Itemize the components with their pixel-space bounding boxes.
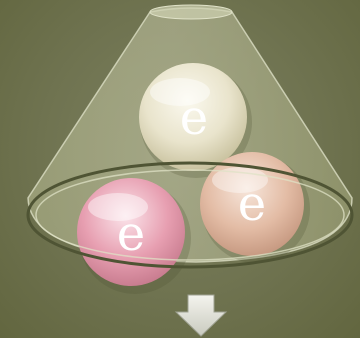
down-arrow-icon — [176, 295, 226, 336]
ball-top-label: e — [180, 90, 208, 146]
funnel-top-opening — [150, 5, 232, 19]
ball-left-label: e — [117, 206, 145, 262]
ball-right-label: e — [238, 176, 266, 232]
